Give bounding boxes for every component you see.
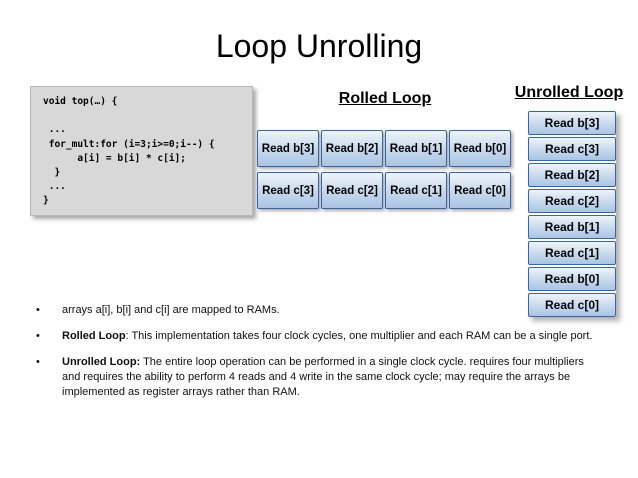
unrolled-loop-heading: Unrolled Loop	[514, 84, 624, 101]
unrolled-read-box: Read c[0]	[528, 293, 616, 317]
bullet-lead: Unrolled Loop:	[62, 356, 141, 368]
rolled-read-box: Read b[1]	[385, 130, 447, 167]
code-text: void top(…) { ... for_mult:for (i=3;i>=0…	[43, 96, 215, 207]
bullet-marker: •	[36, 330, 40, 342]
rolled-loop-grid: Read b[3] Read b[2] Read b[1] Read b[0] …	[257, 130, 511, 209]
code-block: void top(…) { ... for_mult:for (i=3;i>=0…	[30, 86, 253, 216]
bullet-list: • arrays a[i], b[i] and c[i] are mapped …	[36, 303, 602, 411]
bullet-item: • Unrolled Loop: The entire loop operati…	[36, 355, 602, 400]
unrolled-read-box: Read b[1]	[528, 215, 616, 239]
rolled-loop-heading: Rolled Loop	[338, 90, 432, 107]
bullet-marker: •	[36, 304, 40, 316]
unrolled-read-box: Read b[2]	[528, 163, 616, 187]
bullet-text: Rolled Loop: This implementation takes f…	[62, 329, 602, 344]
unrolled-read-box: Read b[0]	[528, 267, 616, 291]
bullet-text: Unrolled Loop: The entire loop operation…	[62, 355, 602, 400]
rolled-read-box: Read c[3]	[257, 172, 319, 209]
rolled-read-box: Read b[0]	[449, 130, 511, 167]
rolled-read-box: Read b[3]	[257, 130, 319, 167]
bullet-body: arrays a[i], b[i] and c[i] are mapped to…	[62, 304, 280, 316]
bullet-text: arrays a[i], b[i] and c[i] are mapped to…	[62, 303, 602, 318]
bullet-marker: •	[36, 356, 40, 368]
rolled-read-box: Read c[2]	[321, 172, 383, 209]
slide-title: Loop Unrolling	[215, 28, 423, 64]
bullet-body: The entire loop operation can be perform…	[62, 356, 584, 398]
bullet-item: • arrays a[i], b[i] and c[i] are mapped …	[36, 303, 602, 318]
unrolled-loop-stack: Read b[3] Read c[3] Read b[2] Read c[2] …	[528, 111, 616, 317]
unrolled-read-box: Read c[1]	[528, 241, 616, 265]
bullet-item: • Rolled Loop: This implementation takes…	[36, 329, 602, 344]
unrolled-read-box: Read c[2]	[528, 189, 616, 213]
bullet-body: : This implementation takes four clock c…	[125, 330, 593, 342]
rolled-read-box: Read c[0]	[449, 172, 511, 209]
bullet-lead: Rolled Loop	[62, 330, 126, 342]
unrolled-read-box: Read b[3]	[528, 111, 616, 135]
rolled-read-box: Read c[1]	[385, 172, 447, 209]
unrolled-read-box: Read c[3]	[528, 137, 616, 161]
rolled-read-box: Read b[2]	[321, 130, 383, 167]
